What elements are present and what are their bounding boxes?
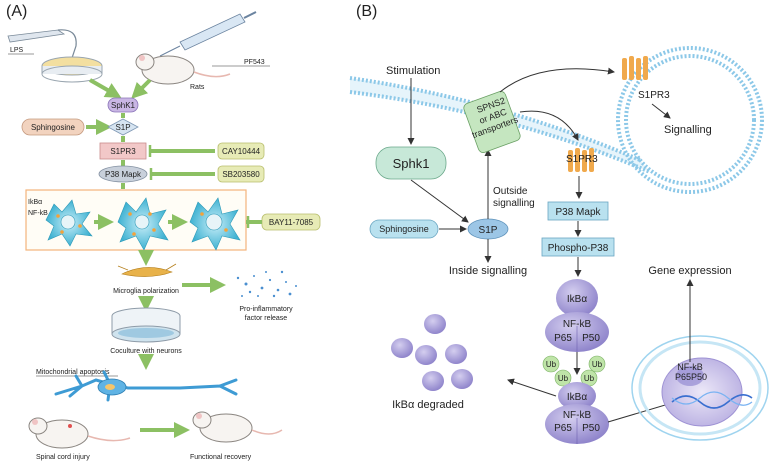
cytokine-scatter-icon bbox=[236, 270, 297, 298]
sphingosine-label-b: Sphingosine bbox=[379, 224, 429, 234]
polarized-microglia-icon bbox=[117, 263, 177, 277]
p50-nuclear-label: P50 bbox=[691, 372, 707, 382]
panel-a-label: (A) bbox=[6, 3, 27, 20]
phospho-p38-label: Phospho-P38 bbox=[548, 243, 609, 254]
p38-node-a bbox=[98, 165, 148, 183]
degraded-label: IkBα degraded bbox=[392, 399, 464, 411]
degraded-ikba-dots bbox=[391, 314, 473, 391]
rat-icon bbox=[135, 53, 231, 85]
sb203580-label: SB203580 bbox=[222, 170, 260, 179]
p65-nuclear-label: P65 bbox=[675, 372, 691, 382]
panel-b: (B) S1PR3 Signalling Stimulation Sphk1 bbox=[349, 3, 769, 444]
p50-label-b2: P50 bbox=[582, 423, 600, 434]
vesicle bbox=[616, 46, 764, 194]
s1p-node-a bbox=[107, 118, 139, 136]
ub-label-3: Ub bbox=[592, 360, 603, 369]
outside-label-1: Outside bbox=[493, 186, 528, 197]
pipette-icon bbox=[7, 29, 77, 59]
mito-apoptosis-label: Mitochondrial apoptosis bbox=[36, 369, 110, 376]
pf543-label: PF543 bbox=[244, 59, 265, 66]
s1pr3-receptor-icon bbox=[622, 56, 648, 80]
coculture-dish-icon bbox=[111, 307, 181, 343]
stimulation-label: Stimulation bbox=[386, 65, 440, 77]
ubiquitin-group bbox=[542, 355, 606, 387]
microglia-cell-icon bbox=[189, 197, 241, 251]
transporter-icon bbox=[463, 91, 521, 153]
sphk1-node-b bbox=[375, 146, 447, 180]
s1p-label-a: S1P bbox=[115, 123, 130, 132]
p65-label-b2: P65 bbox=[554, 423, 572, 434]
s1pr3-vesicle-label: S1PR3 bbox=[638, 90, 670, 101]
microglia-cell-icon bbox=[45, 199, 93, 247]
petri-dish-icon bbox=[41, 56, 103, 83]
microglia-cell-icon bbox=[117, 197, 169, 251]
injured-rat-icon bbox=[28, 417, 131, 449]
rats-label: Rats bbox=[190, 84, 205, 91]
nfkb-nuclear-label: NF-kB bbox=[677, 362, 703, 372]
bay11-label: BAY11-7085 bbox=[269, 218, 314, 227]
recovery-label: Functional recovery bbox=[190, 454, 252, 461]
sphk1-label-b: Sphk1 bbox=[393, 156, 430, 171]
syringe-icon bbox=[159, 11, 257, 57]
p38-label-a: P38 Mapk bbox=[105, 170, 142, 179]
ikba-nfkb-complex-2 bbox=[545, 382, 609, 444]
sphingosine-label-a: Sphingosine bbox=[31, 123, 76, 132]
ikba-label-a: IkBα bbox=[28, 199, 42, 206]
sphk1-label-a: SphK1 bbox=[111, 101, 136, 110]
inside-signalling-label: Inside signalling bbox=[449, 265, 527, 277]
phospho-p38-node bbox=[541, 237, 615, 257]
signalling-label: Signalling bbox=[664, 124, 712, 136]
cay10444-node bbox=[217, 142, 265, 160]
outside-label-2: signalling bbox=[493, 198, 535, 209]
ub-label-1: Ub bbox=[546, 360, 557, 369]
coculture-label: Coculture with neurons bbox=[110, 348, 182, 355]
microglia-polarization-label: Microglia polarization bbox=[113, 288, 179, 295]
p65-label-b1: P65 bbox=[554, 333, 572, 344]
nucleus-icon bbox=[631, 335, 769, 441]
ub-label-2: Ub bbox=[558, 374, 569, 383]
panel-b-label: (B) bbox=[356, 3, 377, 20]
p38-label-b: P38 Mapk bbox=[555, 207, 601, 218]
ikba-label-b1: IkBα bbox=[567, 294, 587, 305]
lps-label: LPS bbox=[10, 47, 24, 54]
panel-a: (A) LPS PF543 Rats bbox=[6, 3, 321, 461]
s1p-label-b: S1P bbox=[479, 225, 498, 236]
nfkb-label-a: NF-kB bbox=[28, 210, 48, 217]
s1pr3-node-a bbox=[99, 142, 147, 160]
nfkb-label-b1: NF-kB bbox=[563, 319, 592, 330]
sphk1-node bbox=[107, 97, 139, 113]
s1pr3-membrane-receptor-icon bbox=[568, 148, 594, 172]
proinflam-label-1: Pro-inflammatory bbox=[239, 306, 293, 313]
sphingosine-node-a bbox=[21, 118, 85, 136]
nfkb-label-b2: NF-kB bbox=[563, 410, 592, 421]
ub-label-4: Ub bbox=[584, 374, 595, 383]
cay10444-label: CAY10444 bbox=[222, 147, 261, 156]
ikba-label-b2: IkBα bbox=[567, 392, 587, 403]
ikba-nfkb-complex-1 bbox=[545, 279, 609, 352]
gene-expression-label: Gene expression bbox=[648, 265, 731, 277]
sphingosine-node-b bbox=[369, 219, 439, 239]
p38-node-b bbox=[547, 201, 609, 221]
sci-label: Spinal cord injury bbox=[36, 454, 90, 461]
recovered-rat-icon bbox=[192, 411, 283, 443]
neuron-icon bbox=[54, 370, 238, 402]
proinflam-label-2: factor release bbox=[245, 315, 288, 322]
p50-label-b1: P50 bbox=[582, 333, 600, 344]
s1pr3-membrane-label: S1PR3 bbox=[566, 154, 598, 165]
sb203580-node bbox=[217, 165, 265, 183]
s1pr3-label-a: S1PR3 bbox=[110, 147, 136, 156]
